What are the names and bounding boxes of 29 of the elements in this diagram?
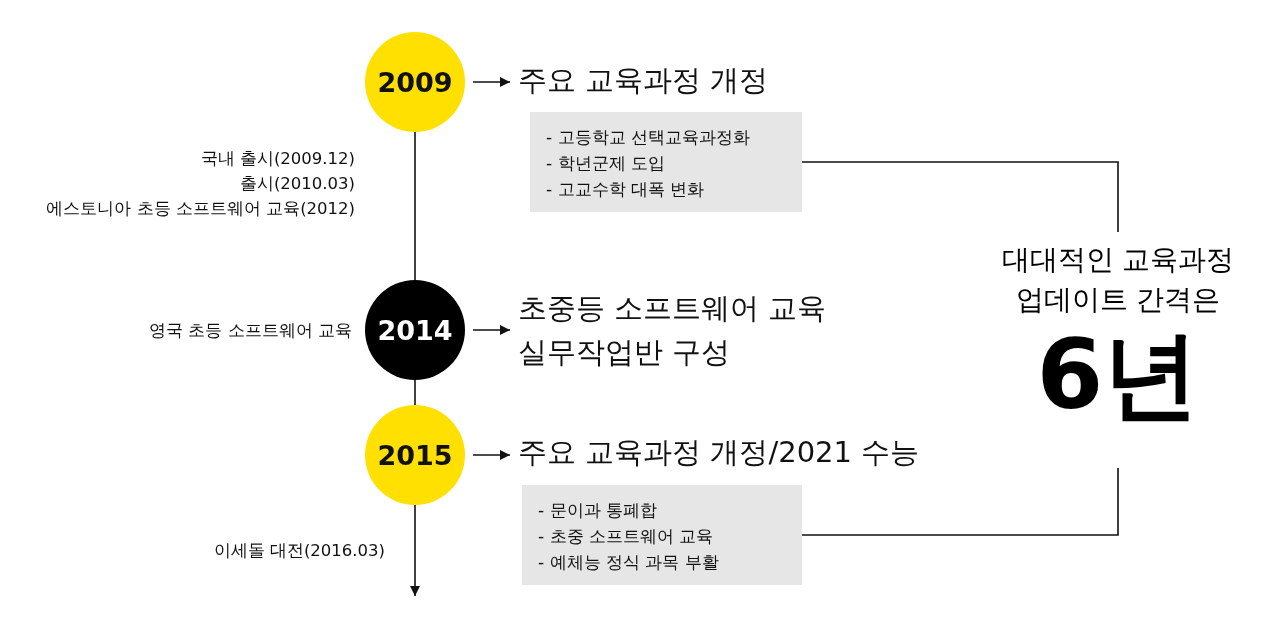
bullet-item: - 학년군제 도입 [546, 152, 666, 175]
connector-line [801, 467, 1119, 536]
highlight-number: 6년 [1035, 320, 1201, 430]
connector-line [414, 131, 416, 281]
bullet-item: - 초중 소프트웨어 교육 [538, 525, 715, 548]
year-label: 2009 [377, 66, 453, 98]
side-note: 출시(2010.03) [239, 173, 355, 195]
bullet-item: - 고교수학 대폭 변화 [546, 178, 706, 201]
bullet-item: - 예체능 정식 과목 부활 [538, 551, 720, 574]
event-heading: 주요 교육과정 개정/2021 수능 [518, 434, 921, 471]
arrow [472, 325, 511, 335]
side-note: 국내 출시(2009.12) [200, 148, 355, 170]
arrow [410, 504, 420, 597]
detail-box [530, 112, 802, 212]
side-note: 영국 초등 소프트웨어 교육 [149, 320, 352, 342]
bullet-item: - 문이과 통폐합 [538, 499, 658, 522]
bullet-item: - 고등학교 선택교육과정화 [546, 126, 751, 149]
event-heading: 주요 교육과정 개정 [518, 62, 770, 99]
year-label: 2014 [377, 314, 453, 346]
arrow [472, 450, 511, 460]
summary-text: 대대적인 교육과정 업데이트 간격은 [1000, 242, 1236, 318]
year-label: 2015 [377, 439, 453, 471]
connector-line [801, 161, 1119, 233]
detail-box [522, 485, 802, 585]
side-note: 이세돌 대전(2016.03) [213, 540, 385, 562]
event-heading: 초중등 소프트웨어 교육 실무작업반 구성 [518, 290, 828, 371]
side-note: 에스토니아 초등 소프트웨어 교육(2012) [46, 198, 355, 220]
connector-line [414, 379, 416, 406]
arrow [472, 77, 511, 87]
